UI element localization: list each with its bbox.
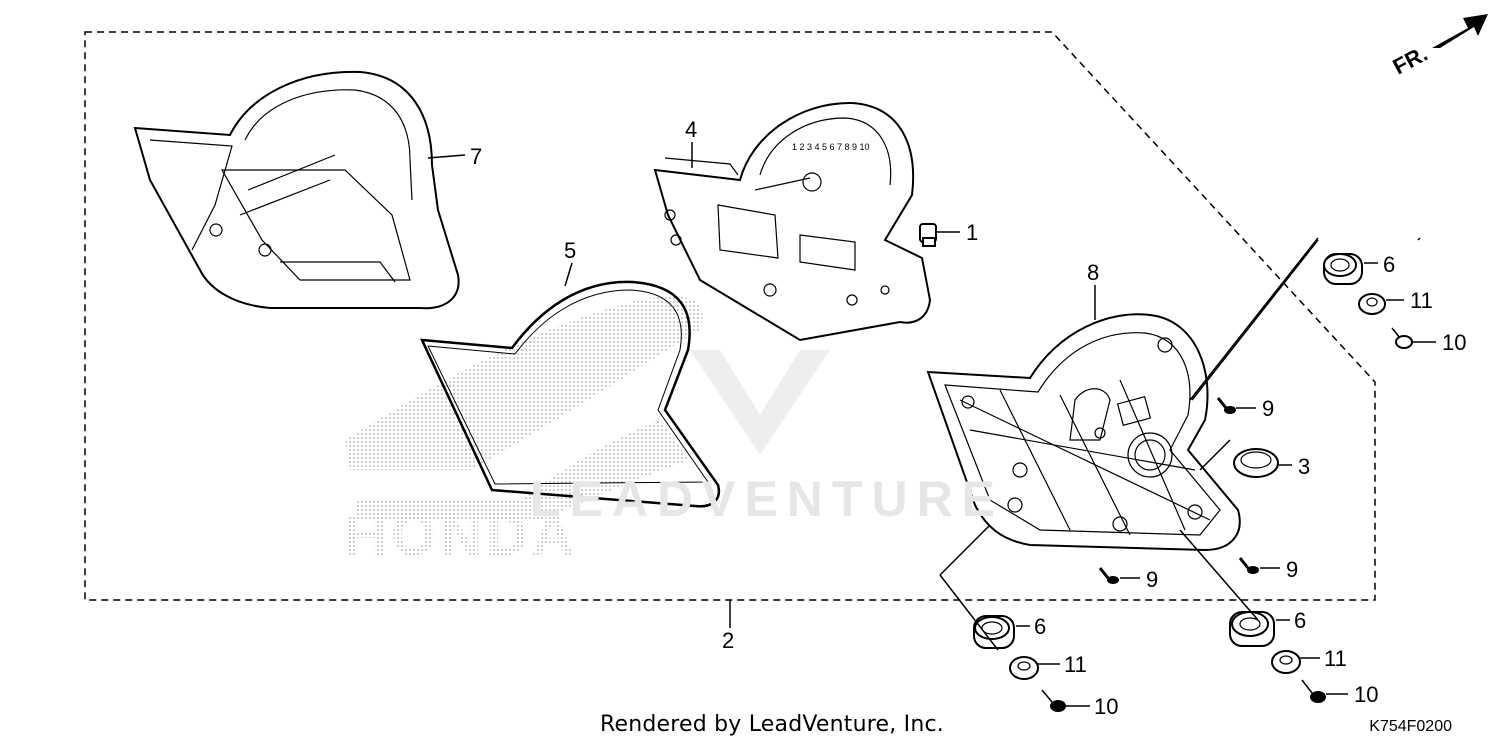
callout-10-right: 10 xyxy=(1354,682,1378,707)
callout-11-top: 11 xyxy=(1410,288,1433,313)
part-6-rubber-mount-left xyxy=(973,615,1015,649)
front-direction-arrow: FR. xyxy=(1389,14,1488,79)
honda-brand-text: HONDA xyxy=(345,503,578,568)
callout-9-lower-right: 9 xyxy=(1286,557,1298,582)
part-8-meter-case xyxy=(926,313,1241,552)
part-10-screw-top xyxy=(1391,327,1413,349)
part-11-collar-left xyxy=(1009,656,1039,680)
part-5-gasket xyxy=(419,280,721,508)
callout-10-top: 10 xyxy=(1442,330,1466,355)
honda-wing-logo: HONDA xyxy=(345,296,703,568)
part-10-screw-left xyxy=(1041,689,1066,712)
callout-6-top: 6 xyxy=(1383,252,1395,277)
render-credit: Rendered by LeadVenture, Inc. xyxy=(600,712,944,737)
part-9-screw-lower-right xyxy=(1238,557,1259,574)
callout-4: 4 xyxy=(685,117,697,142)
callout-1: 1 xyxy=(966,220,978,245)
part-9-screw-upper xyxy=(1216,397,1236,414)
part-9-screw-lower-left xyxy=(1098,567,1119,584)
callout-2: 2 xyxy=(722,628,734,653)
part-1-bulb xyxy=(919,223,937,247)
callout-6-right: 6 xyxy=(1294,608,1306,633)
watermark-text: LEADVENTURE xyxy=(530,471,1005,527)
part-4-meter-assembly: 1 2 3 4 5 6 7 8 9 10 xyxy=(653,101,932,342)
part-6-rubber-mount-top xyxy=(1323,253,1363,285)
svg-text:1 2 3 4 5 6 7 8 9 10: 1 2 3 4 5 6 7 8 9 10 xyxy=(792,142,870,152)
leadventure-watermark-logo xyxy=(690,350,830,455)
callout-3: 3 xyxy=(1298,454,1310,479)
callout-9-upper: 9 xyxy=(1262,396,1274,421)
diagram-code: K754F0200 xyxy=(1369,718,1452,735)
part-6-rubber-mount-right xyxy=(1229,611,1275,647)
part-11-collar-right xyxy=(1271,650,1301,674)
callout-11-right: 11 xyxy=(1324,646,1347,671)
assembly-boundary xyxy=(84,31,1376,601)
callout-6-left: 6 xyxy=(1034,614,1046,639)
footer: Rendered by LeadVenture, Inc. K754F0200 xyxy=(0,712,1500,748)
callout-9-lower-left: 9 xyxy=(1146,567,1158,592)
part-3-grommet xyxy=(1233,448,1279,478)
callout-5: 5 xyxy=(564,238,576,263)
part-11-collar-top xyxy=(1358,293,1386,315)
callout-8: 8 xyxy=(1087,260,1099,285)
part-7-meter-cover xyxy=(133,70,460,310)
part-10-screw-right xyxy=(1301,679,1326,703)
callout-10-left: 10 xyxy=(1094,694,1118,719)
callout-7: 7 xyxy=(470,144,482,169)
front-direction-label: FR. xyxy=(1389,41,1432,80)
callout-11-left: 11 xyxy=(1064,652,1087,677)
leader-lines xyxy=(427,142,1436,707)
callout-labels: 7 4 5 1 8 3 2 6 6 6 9 9 9 10 10 10 11 11… xyxy=(470,117,1466,719)
